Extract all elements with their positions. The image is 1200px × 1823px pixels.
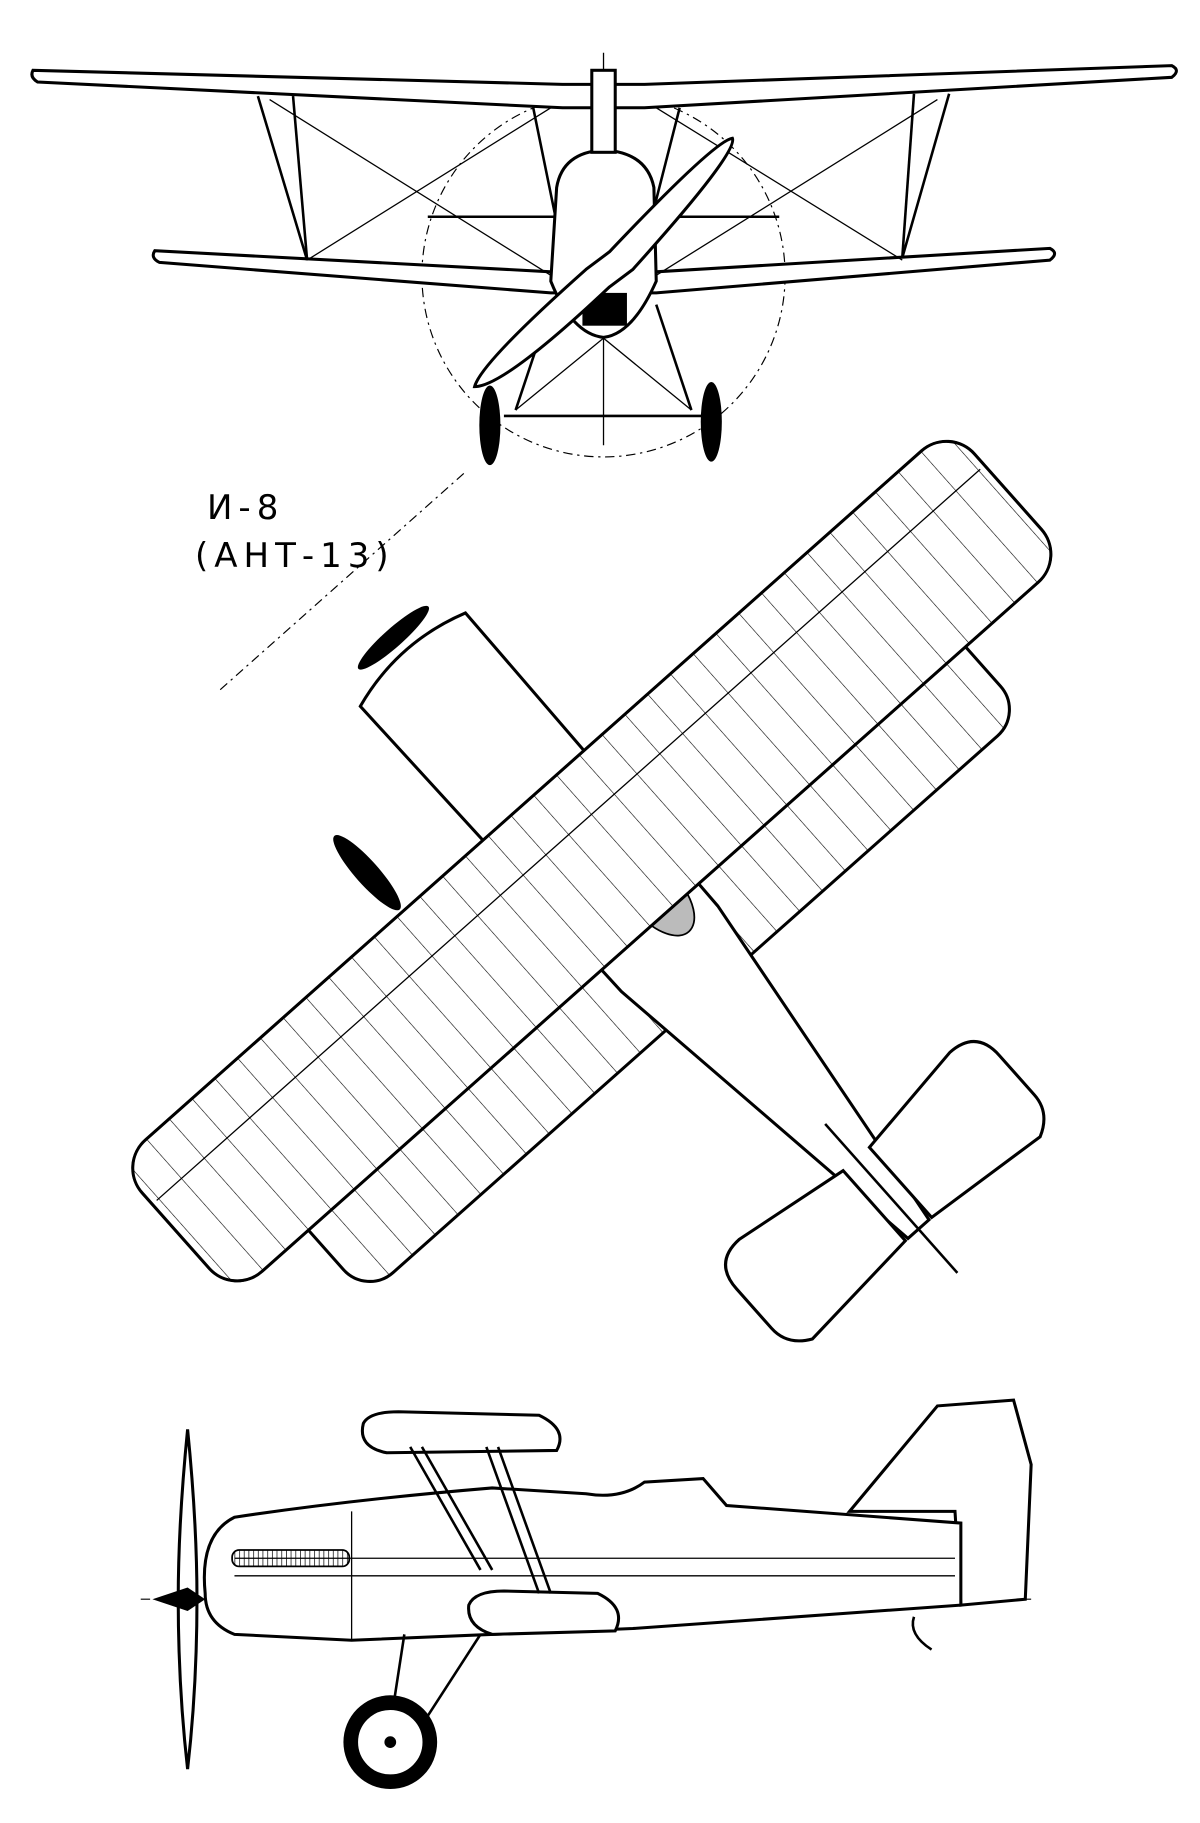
front-bracing-wires <box>269 52 938 446</box>
top-wheel <box>333 835 401 911</box>
prop-centerline <box>219 471 466 691</box>
top-view <box>131 439 1053 1343</box>
side-spinner <box>152 1587 206 1611</box>
front-view <box>30 52 1178 466</box>
top-left-tailplane <box>724 1168 908 1343</box>
top-propeller <box>357 605 430 670</box>
side-tailskid <box>911 1616 933 1651</box>
side-fuselage <box>202 1476 963 1642</box>
aircraft-designation: И-8 <box>207 488 285 528</box>
front-left-wheel <box>479 385 501 466</box>
drawing-title: И-8 (АНТ-13) <box>195 488 395 576</box>
side-lower-wing <box>467 1589 621 1636</box>
top-rudder <box>824 1123 959 1274</box>
side-exhaust-louvres <box>231 1549 351 1568</box>
aircraft-bureau-designation: (АНТ-13) <box>195 536 395 576</box>
side-view <box>140 1398 1033 1790</box>
front-gun-sight <box>590 68 617 154</box>
top-right-tailplane <box>867 1040 1046 1220</box>
front-propeller <box>472 136 735 389</box>
side-upper-wing <box>360 1410 562 1455</box>
front-right-wheel <box>700 381 722 462</box>
